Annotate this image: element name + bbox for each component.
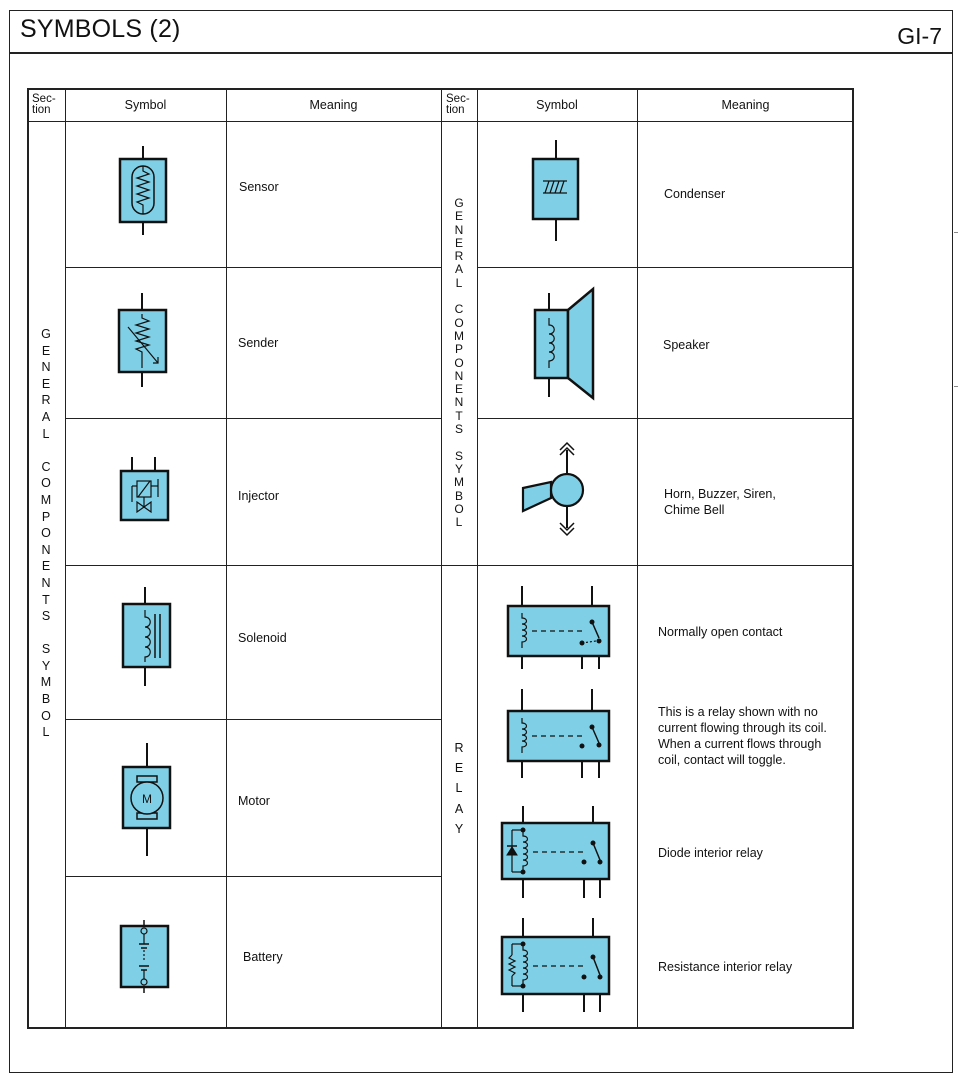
- injector-icon: [119, 457, 170, 522]
- section-label-general: G E N E R A L C O M P O N E N T S S Y M …: [40, 327, 52, 740]
- page-code: GI-7: [897, 23, 942, 49]
- row-divider: [477, 418, 854, 419]
- meaning-horn: Horn, Buzzer, Siren, Chime Bell: [664, 487, 776, 517]
- header-meaning: Meaning: [309, 98, 358, 112]
- motor-icon: [121, 743, 172, 856]
- page-title: SYMBOLS (2): [20, 15, 181, 43]
- row-divider: [65, 267, 441, 268]
- meaning-resistance-relay: Resistance interior relay: [658, 960, 793, 974]
- symbols-table: [27, 88, 854, 1029]
- horn-icon: [521, 441, 585, 537]
- meaning-relay-toggle: This is a relay shown with no current fl…: [658, 705, 827, 767]
- sender-icon: [117, 293, 168, 387]
- resistance-relay-icon: [500, 918, 611, 1012]
- condenser-icon: [531, 140, 580, 241]
- header-section: Sec- tion: [446, 93, 470, 116]
- header-section: Sec- tion: [32, 93, 56, 116]
- row-divider: [477, 267, 854, 268]
- meaning-motor: Motor: [238, 794, 270, 808]
- row-divider: [65, 719, 441, 720]
- col-divider: [441, 88, 442, 1029]
- header-divider: [27, 121, 854, 122]
- row-divider: [441, 565, 854, 566]
- meaning-diode-relay: Diode interior relay: [658, 846, 763, 860]
- motor-label: M: [142, 792, 152, 806]
- meaning-sensor: Sensor: [239, 180, 279, 194]
- meaning-sender: Sender: [238, 336, 279, 350]
- header-symbol: Symbol: [536, 98, 578, 112]
- relay-no-icon: [506, 586, 611, 669]
- meaning-condenser: Condenser: [664, 187, 726, 201]
- col-divider: [65, 88, 66, 1029]
- edge-mark: [954, 232, 958, 233]
- header-meaning: Meaning: [721, 98, 770, 112]
- col-divider: [637, 88, 638, 1029]
- row-divider: [65, 876, 441, 877]
- page-frame: [9, 10, 953, 1073]
- sensor-icon: [118, 146, 168, 235]
- diode-relay-icon: [500, 806, 611, 898]
- solenoid-icon: [121, 587, 172, 686]
- meaning-speaker: Speaker: [663, 338, 710, 352]
- relay-toggle-icon: [506, 689, 611, 778]
- meaning-solenoid: Solenoid: [238, 631, 287, 645]
- col-divider: [477, 88, 478, 1029]
- row-divider: [65, 418, 441, 419]
- section-label-relay: R E L A Y: [454, 741, 464, 836]
- edge-mark: [954, 386, 958, 387]
- header-symbol: Symbol: [124, 98, 167, 112]
- speaker-icon: [533, 286, 595, 401]
- battery-icon: [119, 920, 170, 993]
- row-divider: [65, 565, 441, 566]
- col-divider: [226, 88, 227, 1029]
- section-label-general: G E N E R A L C O M P O N E N T S S Y M …: [454, 196, 464, 530]
- header-rule: [9, 52, 953, 54]
- meaning-relay-no: Normally open contact: [658, 625, 783, 639]
- meaning-injector: Injector: [238, 489, 279, 503]
- meaning-battery: Battery: [243, 950, 283, 964]
